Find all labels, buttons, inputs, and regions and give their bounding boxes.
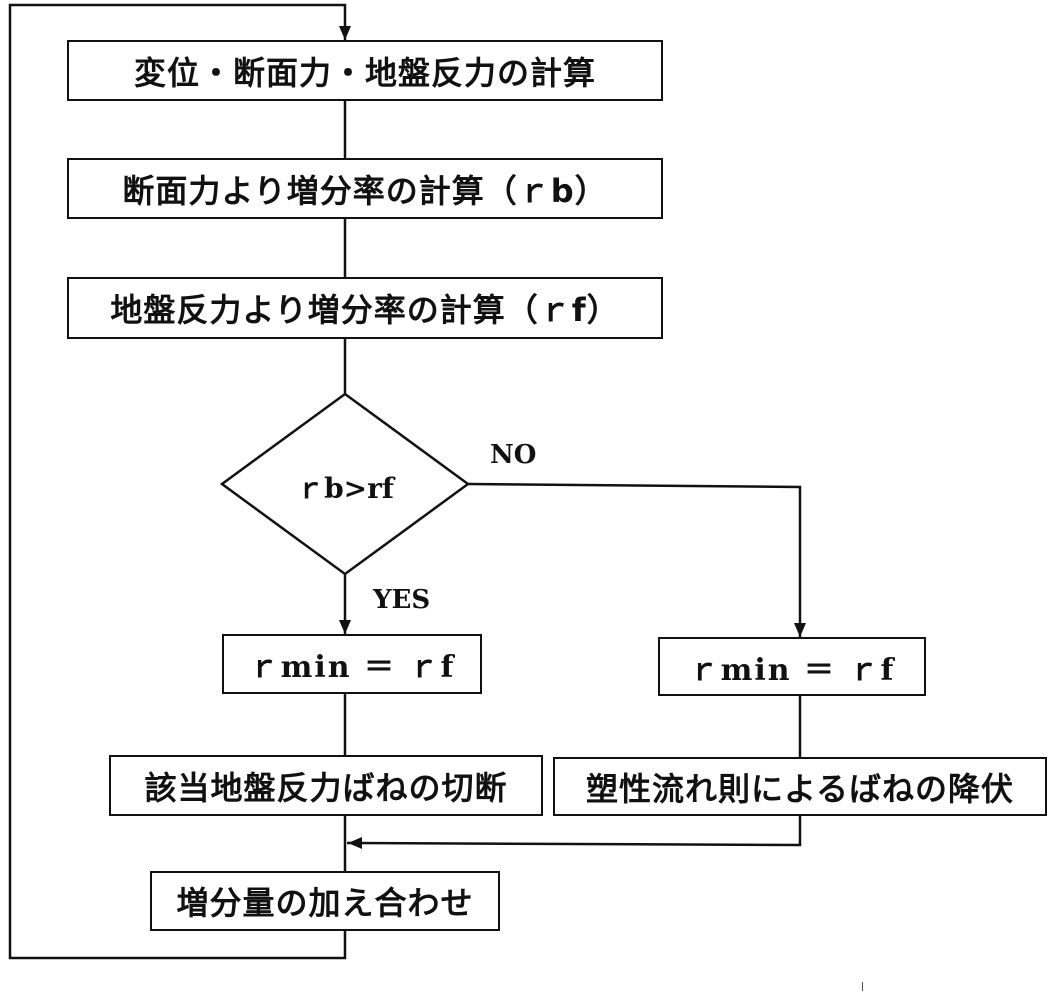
decision-label: ｒb>rf (296, 472, 394, 505)
step-compute-displacement-box: 変位・断面力・地盤反力の計算 (67, 40, 663, 101)
step-rate-section-force-label: 断面力より増分率の計算（ｒb） (122, 171, 608, 210)
stray-mark (862, 982, 863, 991)
cut-spring-box: 該当地盤反力ばねの切断 (109, 755, 543, 816)
no-label: NO (490, 440, 537, 470)
arrowhead-merge (348, 837, 362, 849)
arrowhead-top (339, 26, 351, 40)
step-compute-displacement-label: 変位・断面力・地盤反力の計算 (133, 53, 596, 92)
add-increment-box: 増分量の加え合わせ (150, 871, 500, 931)
step-rate-ground-reaction-label: 地盤反力より増分率の計算（ｒf） (110, 291, 620, 329)
no-branch-line (467, 482, 802, 637)
arrowhead-yes (339, 620, 351, 634)
yes-label: YES (373, 585, 431, 615)
loop-back-line (8, 3, 347, 960)
step-rate-section-force-box: 断面力より増分率の計算（ｒb） (67, 158, 663, 219)
yes-rmin-box: ｒmin ＝ ｒf (222, 634, 482, 694)
no-rmin-box: ｒmin ＝ ｒf (658, 637, 926, 696)
yield-spring-box: 塑性流れ則によるばねの降伏 (553, 757, 1047, 816)
arrowhead-no (794, 623, 806, 637)
no-rmin-label: ｒmin ＝ ｒf (688, 652, 896, 688)
merge-line (346, 815, 802, 847)
yield-spring-label: 塑性流れ則によるばねの降伏 (585, 769, 1015, 808)
yes-rmin-label: ｒmin ＝ ｒf (248, 650, 456, 685)
cut-spring-label: 該当地盤反力ばねの切断 (144, 768, 508, 807)
step-rate-ground-reaction-box: 地盤反力より増分率の計算（ｒf） (67, 277, 663, 339)
add-increment-label: 増分量の加え合わせ (176, 884, 474, 922)
